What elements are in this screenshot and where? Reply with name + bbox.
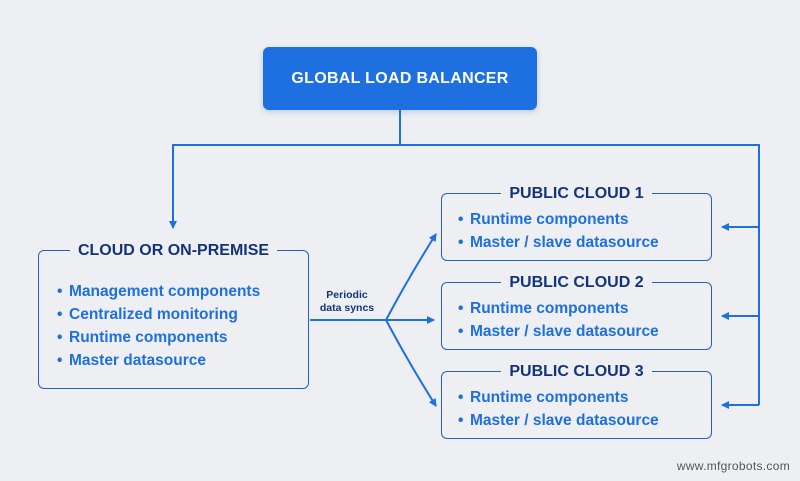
cloud-item: •Runtime components bbox=[458, 211, 629, 228]
on-premise-item: •Management components bbox=[57, 283, 261, 300]
watermark: www.mfgrobots.com bbox=[676, 459, 790, 473]
lb-left-branch-line bbox=[169, 144, 400, 229]
on-premise-title: CLOUD OR ON-PREMISE bbox=[69, 242, 278, 259]
sync-line-to-cloud-1 bbox=[385, 233, 437, 321]
cloud-item: •Master / slave datasource bbox=[458, 412, 659, 429]
sync-line-to-cloud-3 bbox=[385, 319, 437, 407]
global-load-balancer-box: GLOBAL LOAD BALANCER bbox=[263, 47, 537, 110]
public-cloud-3-panel: PUBLIC CLOUD 3 •Runtime components •Mast… bbox=[441, 363, 712, 439]
cloud-item: •Runtime components bbox=[458, 389, 629, 406]
lb-right-branch-line bbox=[400, 144, 760, 405]
public-cloud-1-panel: PUBLIC CLOUD 1 •Runtime components •Mast… bbox=[441, 185, 712, 261]
on-premise-item: •Master datasource bbox=[57, 352, 206, 369]
on-premise-item: •Centralized monitoring bbox=[57, 306, 238, 323]
public-cloud-2-panel: PUBLIC CLOUD 2 •Runtime components •Mast… bbox=[441, 274, 712, 350]
cloud-item: •Master / slave datasource bbox=[458, 234, 659, 251]
on-premise-panel: CLOUD OR ON-PREMISE •Management componen… bbox=[38, 242, 309, 389]
on-premise-item: •Runtime components bbox=[57, 329, 228, 346]
cloud-item: •Runtime components bbox=[458, 300, 629, 317]
global-load-balancer-title: GLOBAL LOAD BALANCER bbox=[291, 69, 509, 87]
cloud-item: •Master / slave datasource bbox=[458, 323, 659, 340]
public-cloud-2-title: PUBLIC CLOUD 2 bbox=[501, 274, 652, 291]
sync-label: Periodic data syncs bbox=[319, 289, 375, 314]
public-cloud-3-title: PUBLIC CLOUD 3 bbox=[501, 363, 652, 380]
public-cloud-1-title: PUBLIC CLOUD 1 bbox=[501, 185, 652, 202]
